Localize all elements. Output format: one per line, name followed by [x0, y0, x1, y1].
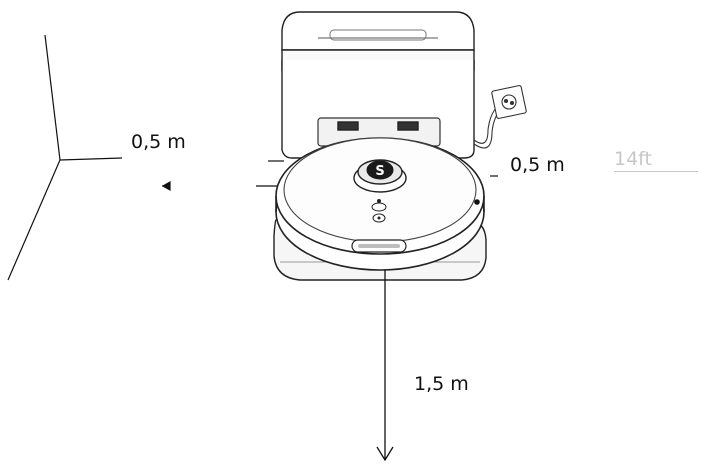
- robot-home-button-dot: [377, 216, 381, 220]
- s-logo-icon: [366, 160, 394, 180]
- dock-contact-right: [397, 121, 419, 131]
- wall-edge-vertical: [44, 34, 61, 161]
- s-logo-letter: S: [375, 164, 384, 179]
- front-clearance-label: 1,5 m: [414, 373, 469, 395]
- robot-side-sensor: [474, 199, 480, 205]
- dock-contact-left: [337, 121, 359, 131]
- dock-tower: [281, 11, 475, 159]
- dock-lid: [281, 11, 475, 51]
- plug-head: [501, 94, 517, 110]
- left-clearance-indicator: [161, 160, 284, 192]
- room-corner-lines: [7, 34, 123, 281]
- dock-lid-recess: [329, 29, 427, 41]
- robot-power-button: [371, 202, 387, 212]
- plug-pin-1: [503, 98, 509, 104]
- robot-indicator-dot: [377, 199, 381, 203]
- faded-measurement-label: 14ft: [614, 150, 698, 172]
- front-clearance-arrow: [376, 270, 394, 462]
- floor-edge-horizontal: [59, 157, 123, 161]
- front-arrow-head: [376, 446, 394, 462]
- robot-front-window-inner: [358, 244, 400, 248]
- floor-edge-diagonal: [7, 159, 61, 281]
- robot-vacuum: S: [275, 137, 485, 271]
- plug-pin-2: [509, 100, 515, 106]
- right-clearance-label: 0,5 m: [510, 154, 565, 176]
- left-arrow-head: [161, 180, 171, 192]
- left-clearance-label: 0,5 m: [131, 131, 186, 153]
- wall-plug-icon: [491, 85, 527, 119]
